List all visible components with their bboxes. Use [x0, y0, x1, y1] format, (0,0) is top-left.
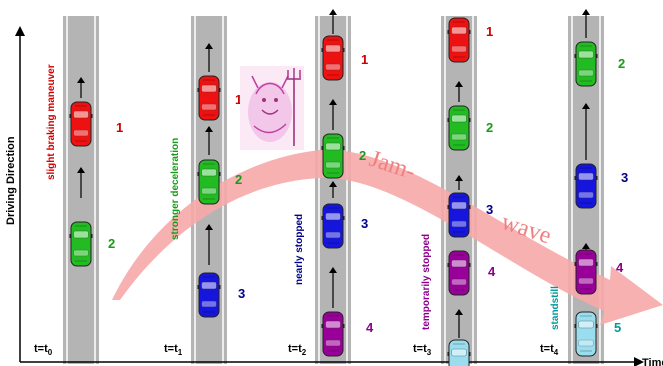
car-number-2-t4: 2 — [618, 56, 625, 71]
time-label-t2: t=t2 — [288, 343, 307, 357]
time-label-t3: t=t3 — [413, 343, 432, 357]
car-number-5-t4: 5 — [614, 320, 621, 335]
car-number-1-t1: 1 — [235, 92, 242, 107]
jam-wave-band — [112, 149, 663, 325]
car-number-4-t4: 4 — [616, 260, 624, 275]
car-3-t3 — [447, 192, 471, 238]
car-4-t4 — [574, 249, 598, 295]
car-2-t0 — [69, 221, 93, 267]
annotation-t2: nearly stopped — [294, 214, 305, 285]
annotation-t1: stronger deceleration — [170, 138, 181, 240]
time-label-t0: t=t0 — [34, 343, 53, 357]
car-number-4-t2: 4 — [366, 320, 374, 335]
time-label-t4: t=t4 — [540, 343, 559, 357]
car-5-t3 — [447, 339, 471, 366]
time-label-t1: t=t1 — [164, 343, 183, 357]
car-number-1-t3: 1 — [486, 24, 493, 39]
car-2-t4 — [574, 41, 598, 87]
car-3-t1 — [197, 272, 221, 318]
car-4-t2 — [321, 311, 345, 357]
car-number-2-t2: 2 — [359, 148, 366, 163]
car-1-t1 — [197, 75, 221, 121]
car-number-3-t3: 3 — [486, 202, 493, 217]
car-number-2-t1: 2 — [235, 172, 242, 187]
car-3-t2 — [321, 203, 345, 249]
car-number-1-t0: 1 — [116, 120, 123, 135]
car-1-t2 — [321, 35, 345, 81]
car-4-t3 — [447, 250, 471, 296]
x-axis-label: Time — [642, 357, 663, 366]
velocity-arrows — [77, 9, 590, 338]
car-2-t2 — [321, 133, 345, 179]
y-axis-label: Driving Direction — [5, 136, 17, 225]
car-number-1-t2: 1 — [361, 52, 368, 67]
annotation-t3: temporarily stopped — [421, 234, 432, 330]
car-1-t0 — [69, 101, 93, 147]
car-number-2-t3: 2 — [486, 120, 493, 135]
annotation-t4: standstill — [550, 286, 561, 330]
car-2-t1 — [197, 159, 221, 205]
car-number-3-t1: 3 — [238, 286, 245, 301]
car-5-t4 — [574, 311, 598, 357]
car-number-4-t3: 4 — [488, 264, 496, 279]
car-number-3-t4: 3 — [621, 170, 628, 185]
car-1-t3 — [447, 17, 471, 63]
car-number-2-t0: 2 — [108, 236, 115, 251]
annotation-t0: slight braking maneuver — [46, 64, 57, 180]
car-2-t3 — [447, 105, 471, 151]
devil-icon — [240, 66, 304, 150]
car-number-3-t2: 3 — [361, 216, 368, 231]
car-3-t4 — [574, 163, 598, 209]
